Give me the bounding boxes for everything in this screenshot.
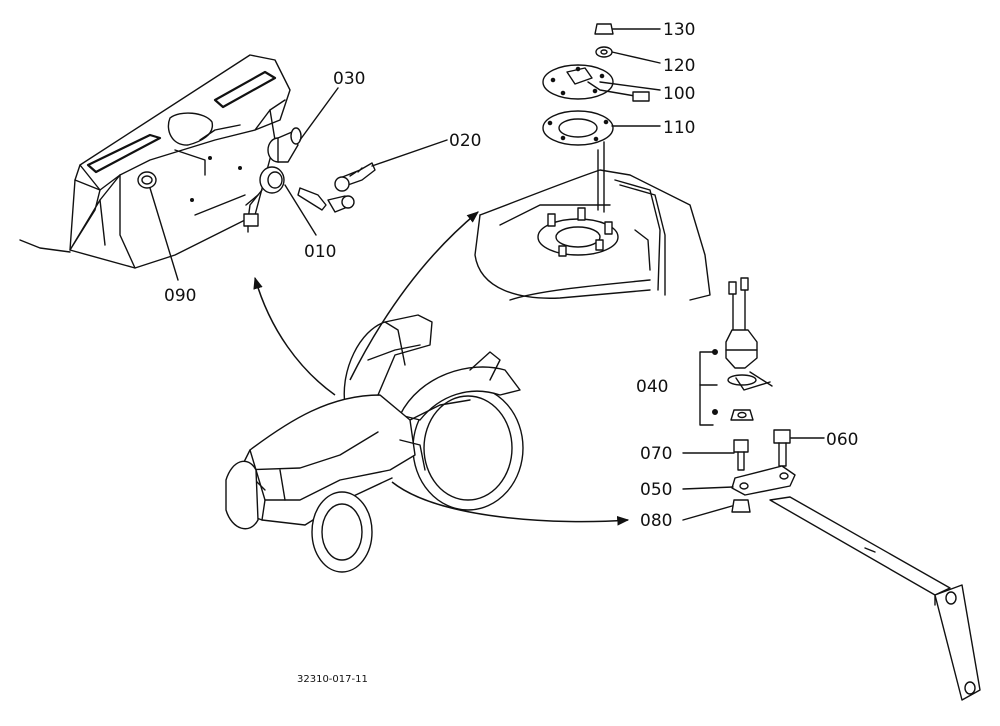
- callout-030: 030: [333, 69, 365, 89]
- callout-050: 050: [640, 480, 672, 500]
- callout-110: 110: [663, 118, 695, 138]
- callout-020: 020: [449, 131, 481, 151]
- callout-100: 100: [663, 84, 695, 104]
- dashboard-panel-drawing: [19, 54, 376, 269]
- tractor-drawing: [225, 314, 524, 573]
- callout-060: 060: [826, 430, 858, 450]
- callout-120: 120: [663, 56, 695, 76]
- callout-040: 040: [636, 377, 668, 397]
- fuel-tank-drawing: [474, 23, 711, 301]
- locator-arrows: [253, 211, 630, 526]
- callout-080: 080: [640, 511, 672, 531]
- callout-010: 010: [304, 242, 336, 262]
- sender-linkage-drawing: [699, 277, 981, 701]
- drawing-reference-number: 32310-017-11: [297, 674, 368, 685]
- callout-070: 070: [640, 444, 672, 464]
- callout-130: 130: [663, 20, 695, 40]
- leader-lines: [149, 28, 825, 521]
- callout-090: 090: [164, 286, 196, 306]
